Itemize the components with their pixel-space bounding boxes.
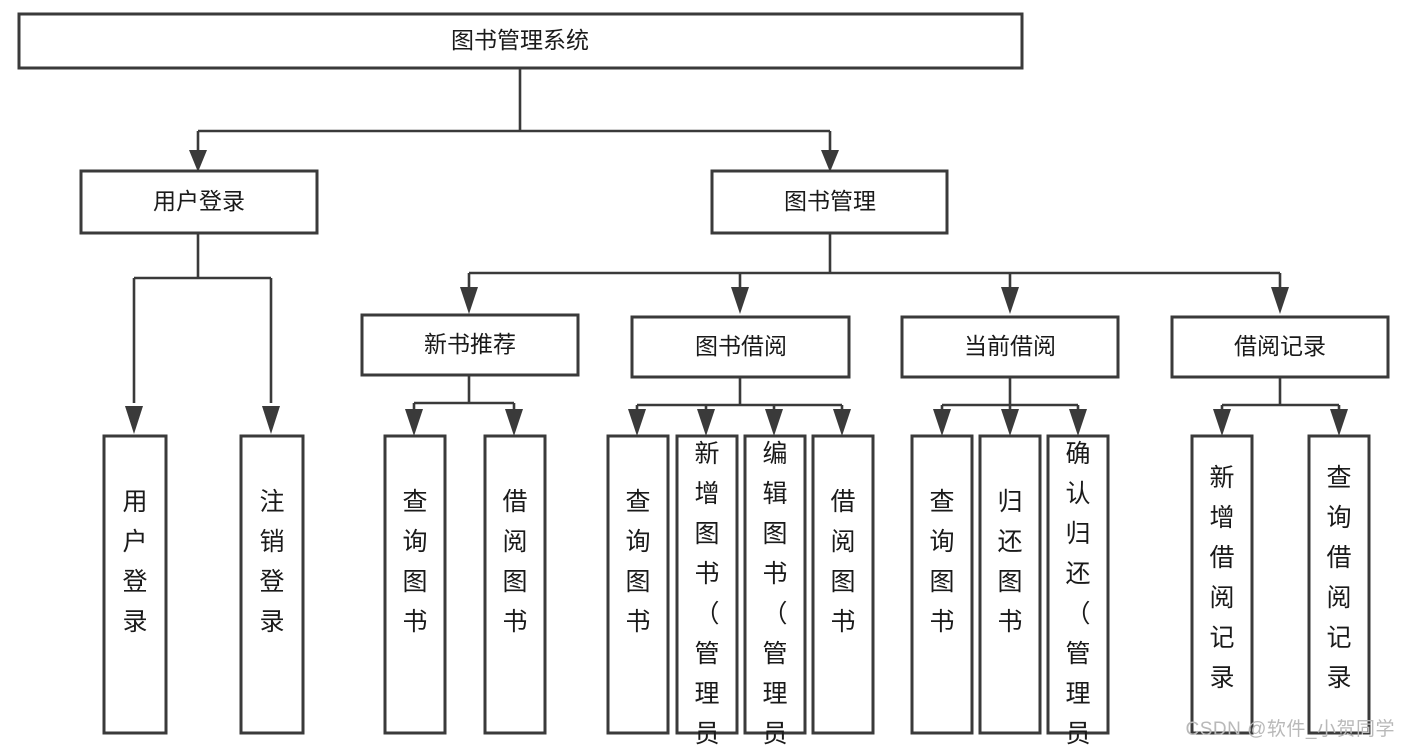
- node-leaf-edit-book-label: 编辑图书（管理员）: [762, 440, 787, 747]
- node-borrow-record[interactable]: 借阅记录: [1170, 315, 1390, 379]
- node-leaf-query-book-3[interactable]: 查询图书: [910, 434, 974, 735]
- node-leaf-add-book-label: 新增图书（管理员）: [694, 440, 719, 747]
- node-leaf-add-book[interactable]: 新增图书（管理员）: [675, 434, 739, 747]
- node-leaf-user-login-box[interactable]: [102, 434, 168, 735]
- node-leaf-borrow-book-2-label: 借阅图书: [830, 488, 855, 636]
- node-book-borrow[interactable]: 图书借阅: [630, 315, 851, 379]
- node-leaf-confirm-return-label: 确认归还（管理员）: [1065, 440, 1090, 747]
- arrow-head-leaf-borrow-book-1: [505, 409, 523, 436]
- node-leaf-query-book-1-label: 查询图书: [402, 488, 427, 636]
- node-root-label: 图书管理系统: [451, 27, 589, 53]
- arrow-head-leaf-query-book-1: [405, 409, 423, 436]
- node-leaf-add-record-box[interactable]: [1190, 434, 1254, 735]
- node-current-borrow-label: 当前借阅: [964, 333, 1056, 359]
- node-user-login-label: 用户登录: [153, 188, 245, 214]
- node-leaf-borrow-book-2-box[interactable]: [811, 434, 875, 735]
- arrow-head-borrow-record: [1271, 287, 1289, 314]
- node-new-book-recommend-box[interactable]: [360, 313, 580, 377]
- node-leaf-edit-book-box[interactable]: [743, 434, 807, 735]
- node-leaf-query-book-2-box[interactable]: [606, 434, 670, 735]
- node-leaf-logout-login[interactable]: 注销登录: [239, 434, 305, 735]
- connector-current-to-leaves: [940, 377, 1080, 412]
- arrow-head-leaf-add-book: [697, 409, 715, 436]
- node-book-management-box[interactable]: [710, 169, 949, 235]
- node-leaf-query-book-1-box[interactable]: [383, 434, 447, 735]
- node-new-book-recommend-label: 新书推荐: [424, 331, 516, 357]
- node-leaf-query-book-3-label: 查询图书: [929, 488, 954, 636]
- connector-recommend-to-leaves: [412, 375, 516, 412]
- node-borrow-record-box[interactable]: [1170, 315, 1390, 379]
- node-leaf-return-book-label: 归还图书: [997, 488, 1022, 636]
- node-leaf-logout-login-label: 注销登录: [259, 488, 284, 636]
- node-leaf-return-book-box[interactable]: [978, 434, 1042, 735]
- arrow-head-user-login: [189, 150, 207, 172]
- connector-group: [125, 68, 1348, 436]
- arrow-head-leaf-user-login: [125, 406, 143, 434]
- node-leaf-add-book-box[interactable]: [675, 434, 739, 735]
- connector-record-to-leaves: [1220, 377, 1341, 412]
- arrow-head-leaf-borrow-book-2: [833, 409, 851, 436]
- connector-userlogin-to-leaves: [132, 233, 273, 403]
- node-leaf-query-record-label: 查询借阅记录: [1326, 464, 1351, 692]
- node-leaf-borrow-book-1-label: 借阅图书: [502, 488, 527, 636]
- arrow-head-new-book-recommend: [460, 287, 478, 314]
- arrow-head-book-borrow: [731, 287, 749, 314]
- node-leaf-query-book-2-label: 查询图书: [625, 488, 650, 636]
- node-book-management[interactable]: 图书管理: [710, 169, 949, 235]
- node-leaf-edit-book[interactable]: 编辑图书（管理员）: [743, 434, 807, 747]
- node-root[interactable]: 图书管理系统: [17, 12, 1024, 70]
- arrow-head-book-management: [821, 150, 839, 172]
- node-leaf-borrow-book-2[interactable]: 借阅图书: [811, 434, 875, 735]
- node-leaf-confirm-return-box[interactable]: [1046, 434, 1110, 735]
- node-current-borrow-box[interactable]: [900, 315, 1120, 379]
- node-leaf-add-record-label: 新增借阅记录: [1209, 464, 1234, 692]
- node-new-book-recommend[interactable]: 新书推荐: [360, 313, 580, 377]
- node-leaf-query-record[interactable]: 查询借阅记录: [1307, 434, 1371, 735]
- node-book-management-label: 图书管理: [784, 188, 876, 214]
- node-leaf-user-login-label: 用户登录: [122, 488, 147, 636]
- node-leaf-query-record-box[interactable]: [1307, 434, 1371, 735]
- node-leaf-borrow-book-1-box[interactable]: [483, 434, 547, 735]
- node-user-login[interactable]: 用户登录: [79, 169, 319, 235]
- node-leaf-query-book-2[interactable]: 查询图书: [606, 434, 670, 735]
- node-root-box[interactable]: [17, 12, 1024, 70]
- connector-root-to-level2: [196, 68, 832, 158]
- node-leaf-user-login[interactable]: 用户登录: [102, 434, 168, 735]
- connector-borrow-to-leaves: [635, 377, 844, 412]
- node-book-borrow-label: 图书借阅: [695, 333, 787, 359]
- node-borrow-record-label: 借阅记录: [1234, 333, 1326, 359]
- arrow-head-current-borrow: [1001, 287, 1019, 314]
- node-leaf-return-book[interactable]: 归还图书: [978, 434, 1042, 735]
- arrow-head-leaf-edit-book: [765, 409, 783, 436]
- arrow-head-leaf-confirm-return: [1069, 409, 1087, 436]
- arrow-head-leaf-query-book-2: [628, 409, 646, 436]
- node-leaf-query-book-3-box[interactable]: [910, 434, 974, 735]
- node-leaf-confirm-return[interactable]: 确认归还（管理员）: [1046, 434, 1110, 747]
- node-user-login-box[interactable]: [79, 169, 319, 235]
- node-book-borrow-box[interactable]: [630, 315, 851, 379]
- arrow-head-leaf-return-book: [1001, 409, 1019, 436]
- arrow-head-leaf-logout-login: [262, 406, 280, 434]
- arrow-head-leaf-add-record: [1213, 409, 1231, 436]
- node-current-borrow[interactable]: 当前借阅: [900, 315, 1120, 379]
- node-leaf-logout-login-box[interactable]: [239, 434, 305, 735]
- arrow-head-leaf-query-record: [1330, 409, 1348, 436]
- node-leaf-add-record[interactable]: 新增借阅记录: [1190, 434, 1254, 735]
- arrow-head-leaf-query-book-3: [933, 409, 951, 436]
- connector-bookmgmt-to-level3: [467, 233, 1282, 290]
- node-leaf-borrow-book-1[interactable]: 借阅图书: [483, 434, 547, 735]
- node-leaf-query-book-1[interactable]: 查询图书: [383, 434, 447, 735]
